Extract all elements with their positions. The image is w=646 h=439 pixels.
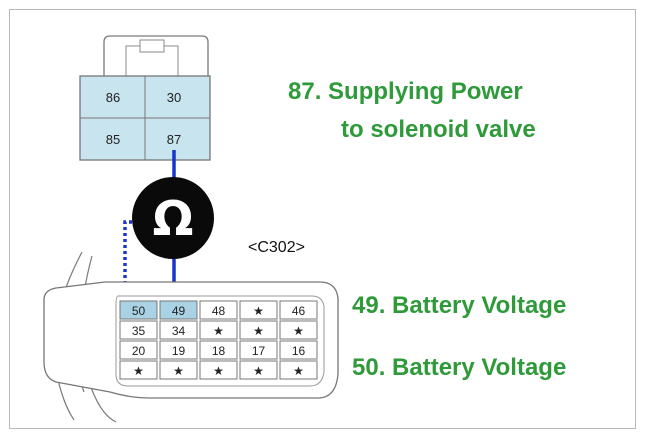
pin-cell xyxy=(239,320,278,340)
connector-label-c302: <C302> xyxy=(248,239,305,256)
blank-pin-star: ★ xyxy=(253,364,264,378)
annotation-pin-49: 49. Battery Voltage xyxy=(352,292,567,319)
pin-label-46: 46 xyxy=(292,304,306,318)
pin-label-20: 20 xyxy=(132,344,146,358)
pin-cell xyxy=(119,300,158,320)
pin-cell xyxy=(159,340,198,360)
pin-cell xyxy=(239,360,278,380)
pin-label-18: 18 xyxy=(212,344,226,358)
blank-pin-star: ★ xyxy=(253,304,264,318)
ohmmeter: Ω xyxy=(132,177,214,259)
relay-pin-87: 87 xyxy=(167,132,181,147)
pin-cell xyxy=(199,300,238,320)
blank-pin-star: ★ xyxy=(133,364,144,378)
pin-cell xyxy=(159,300,198,320)
pin-cell xyxy=(159,320,198,340)
c302-pin-grid: 50 49 48 ★ 46 35 34 ★ ★ ★ 20 19 18 17 16 ★ ★ ★ ★ ★ xyxy=(119,300,318,380)
pin-cell xyxy=(199,320,238,340)
pin-label-48: 48 xyxy=(212,304,226,318)
blank-pin-star: ★ xyxy=(213,364,224,378)
pin-cell xyxy=(119,340,158,360)
pin-label-34: 34 xyxy=(172,324,186,338)
ohm-icon xyxy=(132,177,214,259)
relay-connector: 86 30 85 87 xyxy=(79,35,211,161)
pin-cell xyxy=(279,340,318,360)
pin-cell xyxy=(279,300,318,320)
pin-cell xyxy=(119,320,158,340)
pin-label-16: 16 xyxy=(292,344,306,358)
ohm-symbol: Ω xyxy=(153,191,194,247)
blank-pin-star: ★ xyxy=(173,364,184,378)
pin-cell xyxy=(119,360,158,380)
pin-cell xyxy=(279,320,318,340)
pin-cell xyxy=(279,360,318,380)
blank-pin-star: ★ xyxy=(213,324,224,338)
pin-cell xyxy=(159,360,198,380)
annotation-pin-87-line2: to solenoid valve xyxy=(341,116,536,143)
pin-label-19: 19 xyxy=(172,344,186,358)
blank-pin-star: ★ xyxy=(253,324,264,338)
relay-pin-85: 85 xyxy=(106,132,120,147)
relay-pin-86: 86 xyxy=(106,90,120,105)
pin-label-35: 35 xyxy=(132,324,146,338)
c302-connector xyxy=(43,281,339,399)
pin-label-50: 50 xyxy=(132,304,146,318)
blank-pin-star: ★ xyxy=(293,364,304,378)
pin-cell xyxy=(199,340,238,360)
pin-cell xyxy=(239,300,278,320)
pin-label-49: 49 xyxy=(172,304,186,318)
pin-label-17: 17 xyxy=(252,344,266,358)
annotation-pin-50: 50. Battery Voltage xyxy=(352,354,567,381)
annotation-pin-87-line1: 87. Supplying Power xyxy=(288,78,523,105)
relay-pin-30: 30 xyxy=(167,90,181,105)
blank-pin-star: ★ xyxy=(293,324,304,338)
pin-cell xyxy=(239,340,278,360)
probe-wire-pin-50 xyxy=(123,220,138,300)
pin-cell xyxy=(199,360,238,380)
